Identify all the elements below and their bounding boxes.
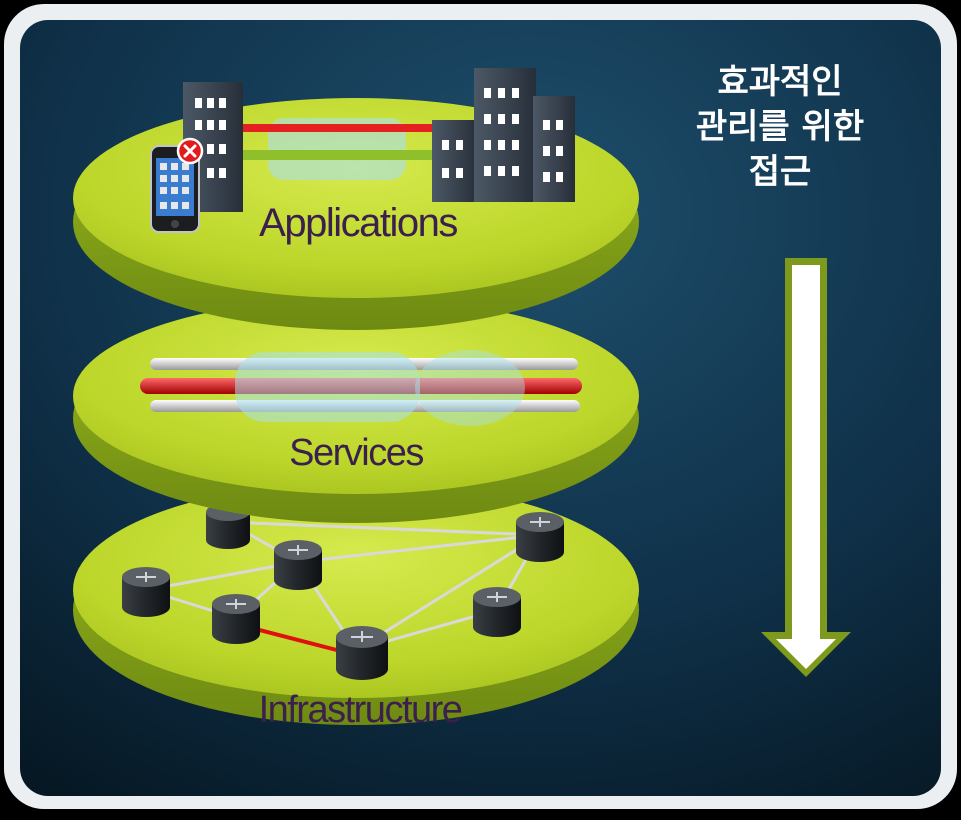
router-icon [274,540,322,590]
router-icon [122,567,170,617]
side-label-line: 관리를 위한 [695,107,865,147]
router-icon [473,587,521,637]
router-icon [516,512,564,562]
application-link [230,150,445,160]
services-layer: Services [73,298,639,523]
down-arrow-icon [761,258,851,677]
router-icon [212,594,260,644]
side-label-line: 접근 [748,152,812,192]
router-icon [336,626,388,680]
applications-layer: Applications [73,68,639,330]
service-tunnel [235,352,420,422]
building-icon [432,68,575,202]
side-label: 효과적인 관리를 위한 접근 [650,60,910,195]
service-tunnel [415,350,525,426]
service-pipes [140,350,582,426]
smartphone-icon [150,145,200,233]
application-tunnel [268,118,406,180]
side-label-line: 효과적인 [717,62,843,102]
applications-label: Applications [259,201,457,245]
failed-application-link [230,124,445,132]
infrastructure-label: Infrastructure [259,689,462,731]
error-icon [176,137,204,165]
services-label: Services [289,432,423,474]
